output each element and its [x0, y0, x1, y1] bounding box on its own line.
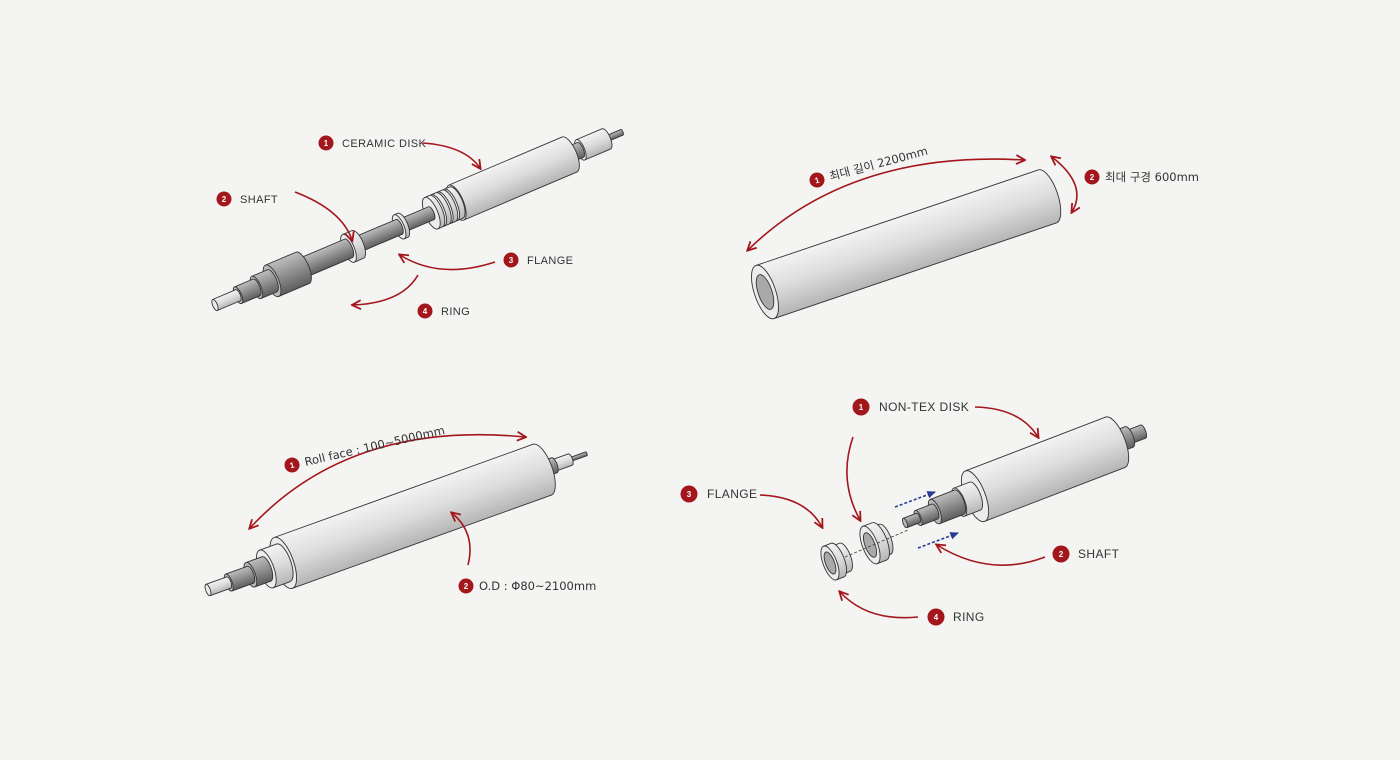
label-od: 2 O.D : Φ80~2100mm — [458, 578, 596, 594]
svg-text:1: 1 — [814, 175, 821, 185]
svg-text:CERAMIC DISK: CERAMIC DISK — [342, 138, 427, 150]
arrow-nontex-disk-2 — [846, 436, 860, 520]
label-ring-2: 4 RING — [927, 608, 985, 626]
number-badge — [680, 485, 698, 503]
svg-text:NON-TEX DISK: NON-TEX DISK — [879, 400, 969, 414]
label-roll-face: 1 Roll face : 100~5000mm — [284, 423, 446, 473]
number-badge — [1052, 545, 1070, 563]
svg-text:2: 2 — [1090, 173, 1095, 182]
svg-text:1: 1 — [289, 460, 296, 470]
svg-text:2: 2 — [222, 195, 227, 204]
label-ring: 4 RING — [417, 303, 470, 319]
label-shaft: 2 SHAFT — [216, 191, 278, 207]
arrow-ring — [353, 274, 419, 305]
svg-text:SHAFT: SHAFT — [240, 194, 278, 206]
number-badge — [216, 191, 232, 207]
arrow-od — [452, 513, 471, 566]
assembly-direction-arrow — [917, 532, 959, 549]
arrow-shaft-2 — [937, 545, 1046, 566]
arrow-max-length — [748, 159, 1024, 250]
svg-text:4: 4 — [423, 307, 428, 316]
number-badge — [318, 135, 334, 151]
arrow-max-diameter — [1052, 157, 1077, 212]
label-max-diameter: 2 최대 구경 600mm — [1084, 169, 1199, 185]
svg-text:3: 3 — [687, 490, 692, 499]
svg-text:최대 길이 2200mm: 최대 길이 2200mm — [828, 144, 929, 184]
assembly-axis-line — [844, 529, 909, 558]
number-badge — [927, 608, 945, 626]
svg-text:RING: RING — [953, 610, 985, 624]
svg-text:O.D : Φ80~2100mm: O.D : Φ80~2100mm — [479, 579, 596, 593]
svg-text:FLANGE: FLANGE — [527, 255, 573, 267]
nontex-disk-roll — [902, 416, 1148, 529]
svg-text:최대 구경 600mm: 최대 구경 600mm — [1105, 170, 1199, 184]
arrow-nontex-disk — [974, 406, 1038, 437]
number-badge — [458, 578, 474, 594]
svg-text:3: 3 — [509, 256, 514, 265]
roll-illustrations — [204, 128, 1148, 597]
number-badge — [417, 303, 433, 319]
arrow-flange-2 — [759, 494, 822, 527]
label-shaft-2: 2 SHAFT — [1052, 545, 1120, 563]
svg-text:1: 1 — [324, 139, 329, 148]
svg-text:2: 2 — [1059, 550, 1064, 559]
label-flange-2: 3 FLANGE — [680, 485, 757, 503]
assembly-direction-arrow — [894, 491, 936, 508]
number-badge — [1084, 169, 1100, 185]
label-nontex-disk: 1 NON-TEX DISK — [852, 398, 969, 416]
number-badge — [503, 252, 519, 268]
svg-text:2: 2 — [464, 582, 469, 591]
hollow-tube — [751, 169, 1062, 320]
arrow-ceramic-disk — [422, 142, 480, 168]
arrow-flange — [400, 255, 496, 271]
svg-text:SHAFT: SHAFT — [1078, 547, 1120, 561]
number-badge — [284, 457, 300, 473]
label-flange: 3 FLANGE — [503, 252, 573, 268]
svg-text:FLANGE: FLANGE — [707, 487, 757, 501]
arrow-roll-face — [250, 435, 525, 528]
svg-text:1: 1 — [859, 403, 864, 412]
ring-part — [820, 542, 853, 581]
svg-text:Roll face : 100~5000mm: Roll face : 100~5000mm — [303, 423, 446, 469]
svg-text:RING: RING — [441, 306, 470, 318]
number-badge — [809, 172, 825, 188]
arrow-ring-2 — [840, 592, 919, 619]
flange-part — [859, 522, 894, 565]
svg-text:4: 4 — [934, 613, 939, 622]
callout-arrows — [250, 142, 1077, 619]
number-badge — [852, 398, 870, 416]
ceramic-disk-roll — [211, 128, 624, 312]
arrow-shaft — [294, 191, 352, 240]
label-ceramic-disk: 1 CERAMIC DISK — [318, 135, 427, 151]
